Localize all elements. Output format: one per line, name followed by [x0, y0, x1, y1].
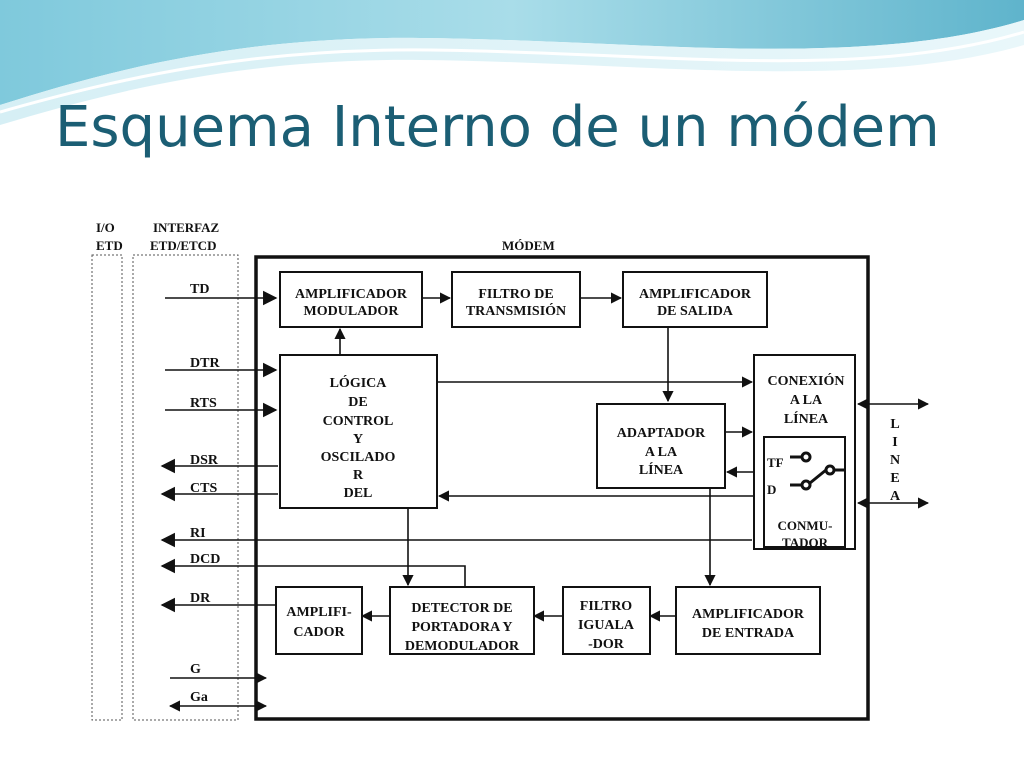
block-label: DEMODULADOR — [405, 639, 520, 654]
block-detector-portadora: DETECTOR DE PORTADORA Y DEMODULADOR — [389, 586, 535, 655]
block-label: FILTRO DE — [478, 287, 553, 302]
page-title: Esquema Interno de un módem — [55, 95, 940, 160]
block-amplificador: AMPLIFI- CADOR — [275, 586, 363, 655]
linea-label: L I N E A — [890, 417, 901, 504]
linea-letter: I — [892, 435, 897, 450]
connections — [160, 290, 930, 712]
block-amplificador-modulador: AMPLIFICADOR MODULADOR — [279, 271, 423, 328]
block-label: AMPLIFICADOR — [639, 287, 752, 302]
block-label: A LA — [790, 393, 823, 408]
signal-labels: TD DTR RTS DSR CTS RI DCD DR G Ga — [190, 282, 220, 705]
col-interfaz-line1: INTERFAZ — [153, 220, 220, 235]
block-adaptador-linea: ADAPTADOR A LA LÍNEA — [596, 403, 726, 489]
block-label: CADOR — [293, 625, 345, 640]
signal-g: G — [190, 662, 201, 677]
block-label: AMPLIFI- — [286, 605, 352, 620]
block-label: OSCILADO — [321, 450, 396, 465]
block-label: PORTADORA Y — [411, 620, 512, 635]
block-filtro-transmision: FILTRO DE TRANSMISIÓN — [451, 271, 581, 328]
modem-frame — [254, 255, 870, 721]
block-label: AMPLIFICADOR — [295, 287, 408, 302]
block-logica-control: LÓGICA DE CONTROL Y OSCILADO R DEL — [279, 354, 438, 509]
block-label: IGUALA — [578, 618, 635, 633]
signal-ga: Ga — [190, 690, 208, 705]
block-filtro-igualador: FILTRO IGUALA -DOR — [562, 586, 651, 655]
block-conmutador: TF D CONMU- TADOR — [763, 436, 846, 550]
block-label: ADAPTADOR — [617, 426, 706, 441]
signal-rts: RTS — [190, 396, 217, 411]
block-label: TADOR — [782, 535, 829, 550]
block-amplificador-salida: AMPLIFICADOR DE SALIDA — [622, 271, 768, 328]
header-waves — [0, 0, 1024, 125]
interface-columns — [91, 254, 239, 721]
block-label: DE ENTRADA — [702, 626, 795, 641]
col-interfaz-line2: ETD/ETCD — [150, 238, 216, 253]
signal-dsr: DSR — [190, 453, 219, 468]
signal-dcd: DCD — [190, 552, 220, 567]
block-label: A LA — [645, 445, 678, 460]
signal-dr: DR — [190, 591, 211, 606]
col-io-line1: I/O — [96, 220, 115, 235]
signal-td: TD — [190, 282, 209, 297]
block-label: FILTRO — [580, 599, 633, 614]
modem-label: MÓDEM — [502, 238, 555, 253]
switch-d-label: D — [767, 482, 776, 497]
block-label: DEL — [344, 486, 373, 501]
linea-letter: N — [890, 453, 900, 468]
col-io-line2: ETD — [96, 238, 123, 253]
block-label: LÓGICA — [330, 374, 388, 391]
block-label: CONEXIÓN — [767, 372, 844, 389]
block-label: DE SALIDA — [657, 304, 734, 319]
block-label: CONTROL — [323, 414, 394, 429]
block-label: CONMU- — [778, 518, 833, 533]
switch-icon — [790, 451, 845, 491]
block-label: AMPLIFICADOR — [692, 607, 805, 622]
block-label: TRANSMISIÓN — [466, 302, 566, 319]
block-label: LÍNEA — [784, 410, 829, 427]
block-label: MODULADOR — [304, 304, 400, 319]
signal-ri: RI — [190, 526, 206, 541]
signal-cts: CTS — [190, 481, 217, 496]
signal-dtr: DTR — [190, 356, 220, 371]
linea-letter: A — [890, 489, 901, 504]
linea-letter: L — [890, 417, 899, 432]
switch-tf-label: TF — [767, 455, 784, 470]
block-label: DETECTOR DE — [411, 601, 512, 616]
block-amplificador-entrada: AMPLIFICADOR DE ENTRADA — [675, 586, 821, 655]
linea-letter: E — [890, 471, 899, 486]
block-label: R — [353, 468, 364, 483]
block-label: LÍNEA — [639, 461, 684, 478]
block-label: -DOR — [588, 637, 625, 652]
block-label: Y — [353, 432, 363, 447]
block-label: DE — [348, 395, 367, 410]
